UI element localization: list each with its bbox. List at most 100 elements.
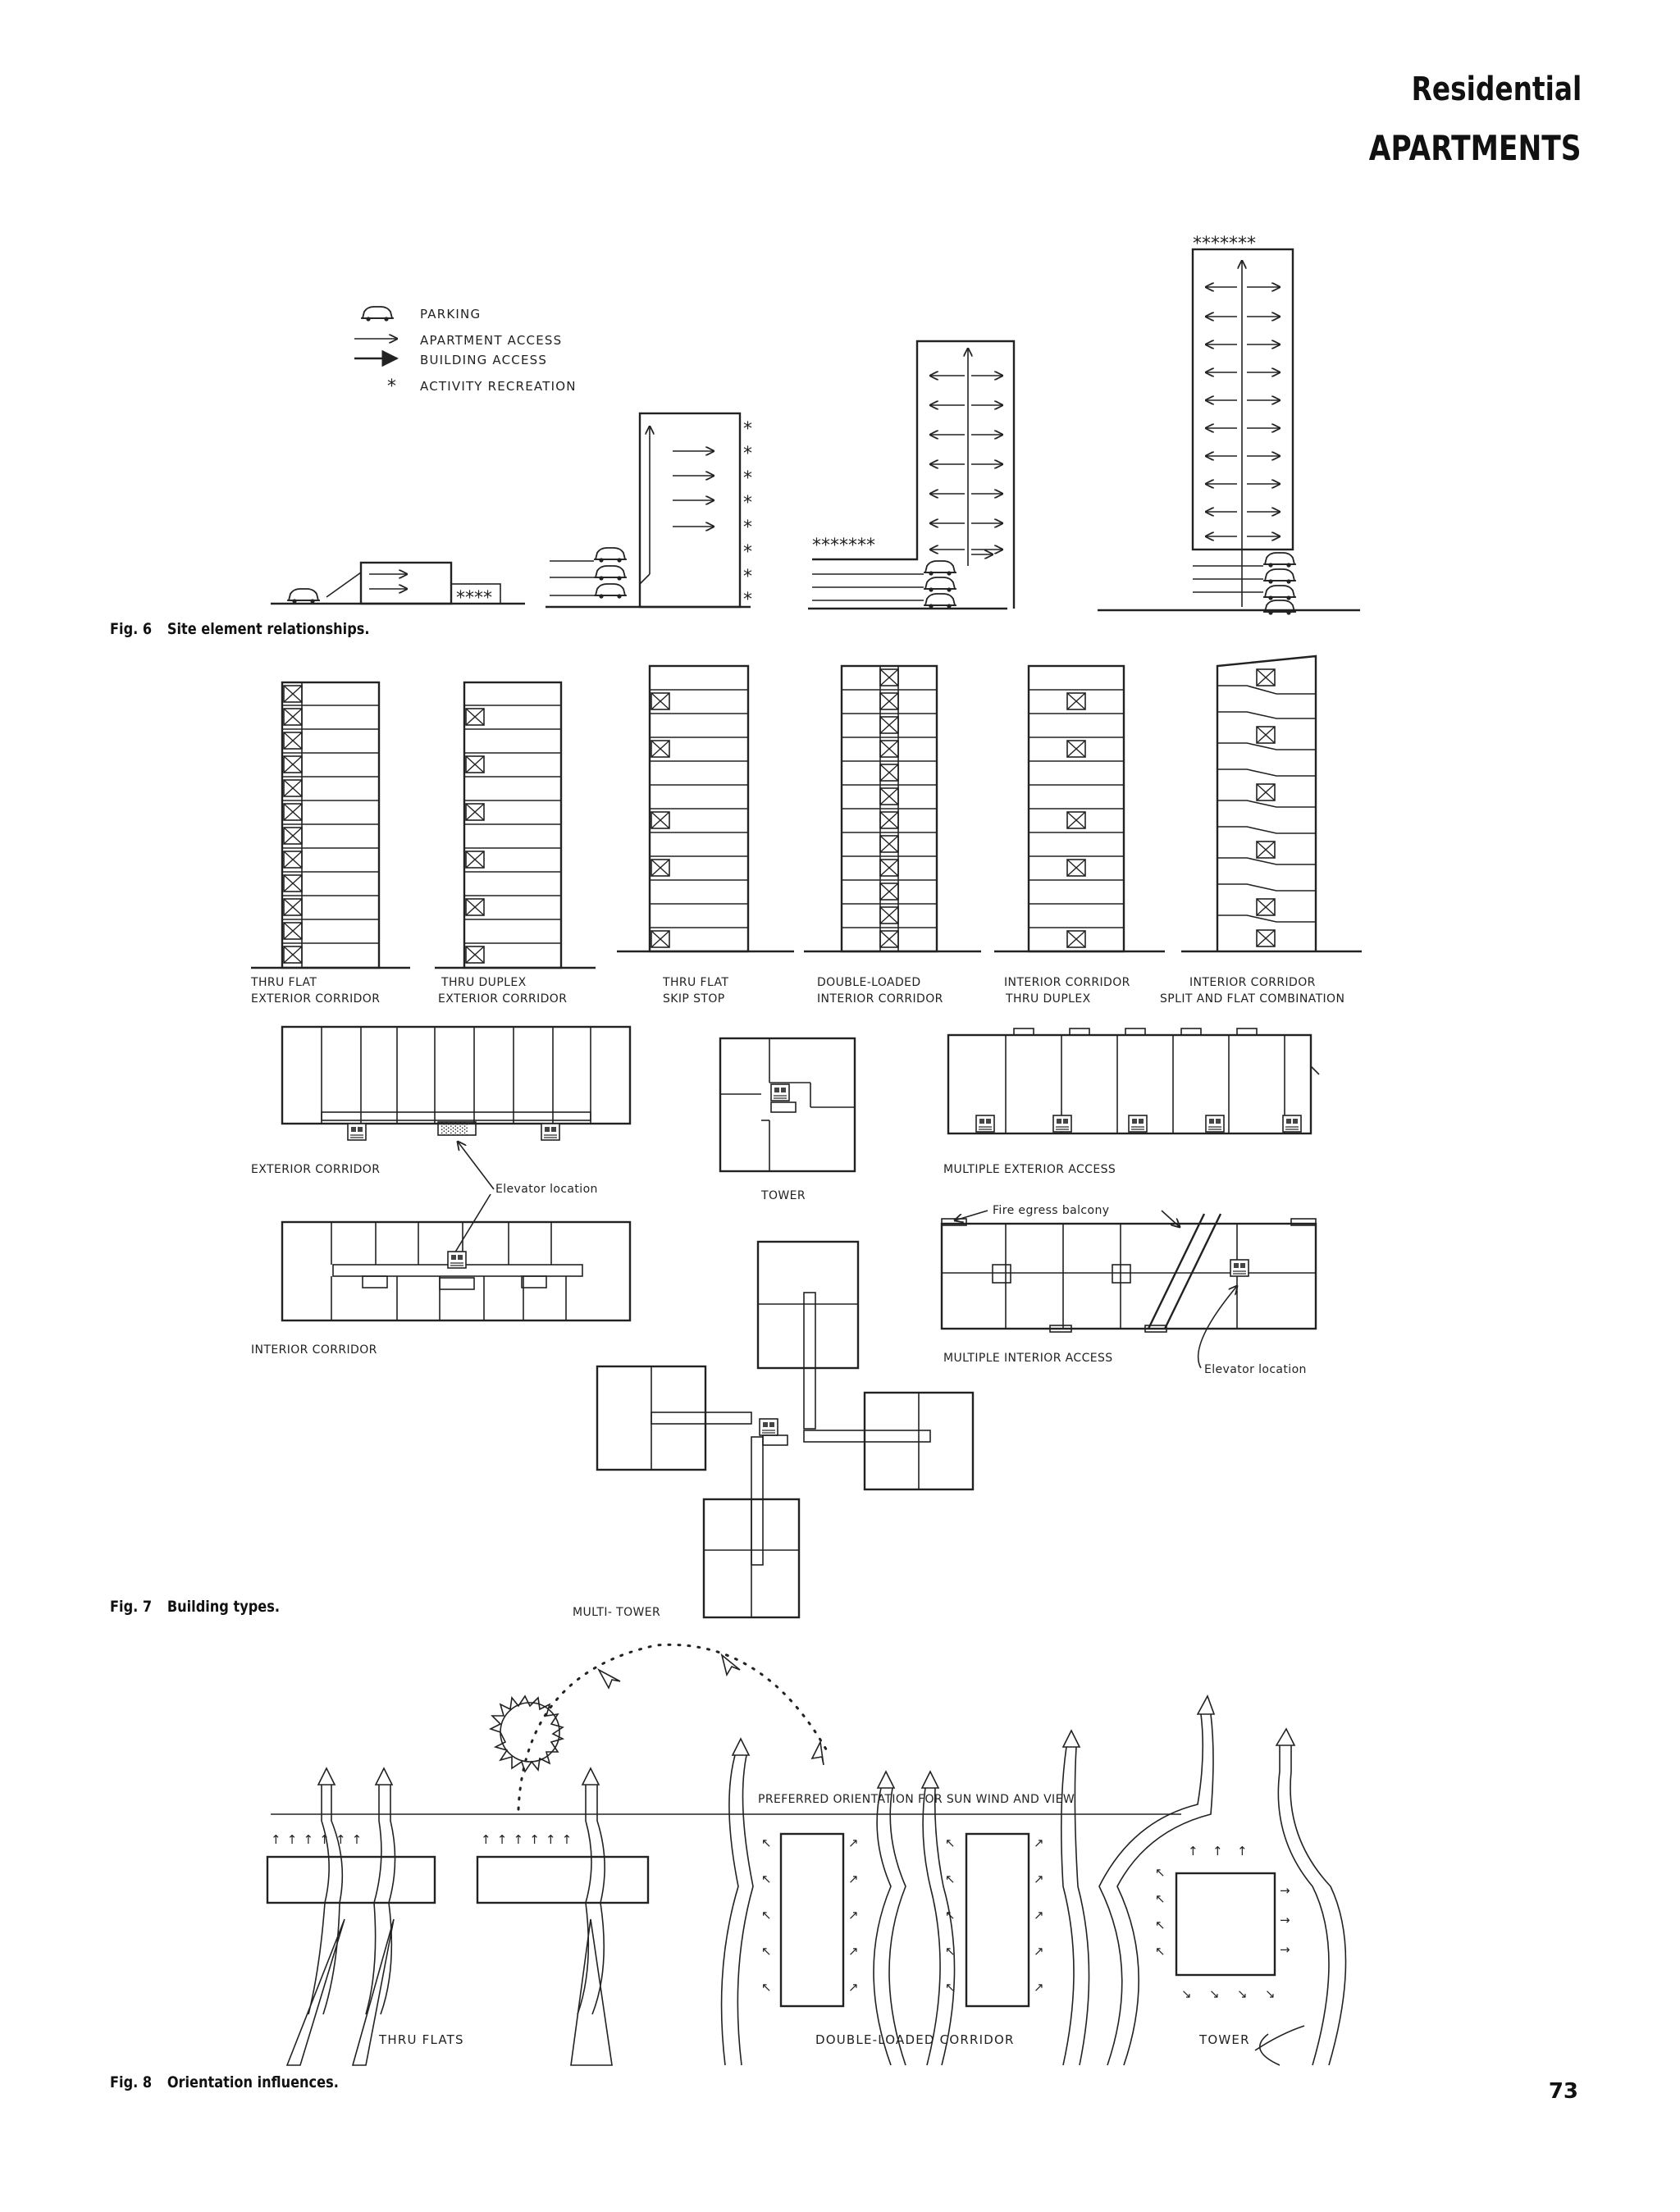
legend-label-building-access: BUILDING ACCESS: [420, 353, 547, 367]
svg-text:░░░: ░░░: [441, 1121, 469, 1136]
thru-flats-bldg-1: ↑ ↑ ↑ ↑ ↑ ↑: [266, 1767, 436, 2066]
fig6-caption-text: Site element relationships.: [167, 620, 370, 638]
section-label-5b: THRU DUPLEX: [1005, 992, 1091, 1006]
label-thru-flats: THRU FLATS: [378, 2032, 464, 2047]
fig8-number: Fig. 8: [110, 2073, 153, 2091]
svg-text:↗: ↗: [1034, 1836, 1045, 1850]
svg-text:↗: ↗: [848, 1908, 860, 1922]
section-interior-duplex: [994, 664, 1165, 953]
plan-interior-corridor: [281, 1220, 632, 1322]
fig7-sections: THRU FLAT EXTERIOR CORRIDOR THRU DUPLEX …: [250, 654, 1362, 1006]
plan-multi-tower: [596, 1240, 975, 1619]
section-double-loaded: [804, 664, 981, 953]
legend-item-building-access: BUILDING ACCESS: [354, 349, 547, 367]
section-label-3b: SKIP STOP: [663, 992, 725, 1006]
legend: PARKING APARTMENT ACCESS BUILDING ACCESS…: [354, 306, 577, 397]
label-elevator-location-2: Elevator location: [1204, 1363, 1307, 1376]
svg-text:→: →: [1280, 1883, 1291, 1898]
legend-item-apartment-access: APARTMENT ACCESS: [354, 333, 561, 348]
svg-text:*: *: [743, 542, 752, 563]
svg-text:↗: ↗: [848, 1836, 860, 1850]
label-multiple-interior-access: MULTIPLE INTERIOR ACCESS: [943, 1352, 1113, 1365]
svg-text:*: *: [743, 444, 752, 464]
section-label-1a: THRU FLAT: [250, 976, 317, 989]
svg-text:↖: ↖: [945, 1944, 956, 1959]
svg-text:↖: ↖: [1155, 1918, 1166, 1932]
section-label-6a: INTERIOR CORRIDOR: [1189, 976, 1316, 989]
svg-text:↖: ↖: [761, 1944, 773, 1959]
svg-text:↖: ↖: [761, 1836, 773, 1850]
svg-text:→: →: [1280, 1913, 1291, 1927]
svg-text:↗: ↗: [1034, 1944, 1045, 1959]
section-thru-flat-skip-stop: [617, 664, 794, 953]
svg-text:↖: ↖: [1155, 1865, 1166, 1880]
section-label-4b: INTERIOR CORRIDOR: [817, 992, 943, 1006]
svg-text:↘: ↘: [1237, 1986, 1249, 2001]
sun-icon: [488, 1694, 565, 1773]
fig7-plans: ░░░ EXTERIOR CORRIDOR Elevator location …: [251, 1025, 1320, 1619]
plan-multiple-interior-access: [940, 1213, 1317, 1333]
fig6-low-rise: ****: [271, 561, 525, 609]
fig6-high-rise: *******: [808, 340, 1016, 610]
svg-text:↑: ↑: [1212, 1844, 1224, 1859]
tower-orientation: ↑↑↑ ↖↖↖↖ →→→ ↘↘↘↘: [1098, 1694, 1347, 2066]
thru-flats-bldg-2: ↑ ↑ ↑ ↑ ↑ ↑: [476, 1767, 650, 2066]
section-label-3a: THRU FLAT: [662, 976, 728, 989]
section-thru-duplex-exterior: [435, 681, 596, 969]
label-tower: TOWER: [760, 1189, 806, 1202]
fig6-number: Fig. 6: [110, 620, 153, 638]
sun-ray-arrows: [597, 1653, 824, 1766]
asterisk-icon: *: [743, 419, 752, 440]
label-double-loaded-corridor: DOUBLE-LOADED CORRIDOR: [815, 2032, 1015, 2047]
car-icon: [360, 306, 395, 322]
section-label-4a: DOUBLE-LOADED: [817, 976, 921, 989]
label-multi-tower: MULTI- TOWER: [573, 1606, 660, 1619]
label-elevator-location: Elevator location: [495, 1183, 598, 1196]
fig8-caption-text: Orientation influences.: [167, 2073, 339, 2091]
svg-text:*: *: [743, 493, 752, 513]
svg-text:*: *: [743, 567, 752, 587]
fig6-diagram: **** * *** ****: [271, 234, 1360, 616]
svg-text:↘: ↘: [1209, 1986, 1221, 2001]
section-label-6b: SPLIT AND FLAT COMBINATION: [1160, 992, 1344, 1006]
fig7-caption-text: Building types.: [167, 1598, 281, 1616]
label-fire-egress-balcony: Fire egress balcony: [993, 1204, 1109, 1217]
page-number: 73: [1548, 2079, 1578, 2104]
plan-multiple-exterior-access: [947, 1028, 1320, 1135]
fig8-diagram: ↑ ↑ ↑ ↑ ↑ ↑ ↑ ↑ ↑ ↑ ↑ ↑ THRU FLATS ↖ ↖ ↖ ↖ ↖…: [266, 1643, 1347, 2066]
svg-text:↗: ↗: [848, 1980, 860, 1995]
double-loaded-bldgs: ↖↖↖↖↖ ↗↗↗↗↗ ↖↖↖↖↖ ↗↗↗↗↗: [720, 1729, 1090, 2066]
svg-text:↗: ↗: [848, 1872, 860, 1886]
svg-text:↖: ↖: [761, 1908, 773, 1922]
section-label-2b: EXTERIOR CORRIDOR: [438, 992, 567, 1006]
section-label-1b: EXTERIOR CORRIDOR: [251, 992, 380, 1006]
svg-text:↑ ↑ ↑ ↑ ↑ ↑: ↑ ↑ ↑ ↑ ↑ ↑: [271, 1832, 363, 1847]
section-heading: Residential: [1411, 71, 1582, 108]
svg-text:↑: ↑: [1237, 1844, 1249, 1859]
svg-text:*: *: [743, 518, 752, 538]
page-title: APARTMENTS: [1369, 128, 1582, 168]
svg-text:↖: ↖: [1155, 1944, 1166, 1959]
legend-item-activity-recreation: * ACTIVITY RECREATION: [387, 376, 577, 397]
section-split-flat-combination: [1181, 654, 1362, 953]
svg-text:↘: ↘: [1265, 1986, 1276, 2001]
svg-text:↑: ↑: [1188, 1844, 1199, 1859]
asterisk-icon: *******: [812, 536, 875, 556]
svg-text:↗: ↗: [1034, 1908, 1045, 1922]
svg-text:*: *: [743, 590, 752, 610]
svg-text:↖: ↖: [761, 1872, 773, 1886]
section-thru-flat-exterior: [251, 681, 410, 969]
label-exterior-corridor: EXTERIOR CORRIDOR: [251, 1163, 380, 1176]
svg-text:*: *: [743, 468, 752, 489]
section-label-5a: INTERIOR CORRIDOR: [1004, 976, 1130, 989]
asterisk-icon: *******: [1193, 234, 1256, 254]
legend-label-activity-recreation: ACTIVITY RECREATION: [420, 379, 577, 394]
plan-tower: [719, 1037, 856, 1173]
fig6-tower: *******: [1098, 234, 1360, 616]
legend-item-parking: PARKING: [360, 306, 480, 322]
label-interior-corridor: INTERIOR CORRIDOR: [251, 1343, 377, 1357]
label-tower-orientation: TOWER: [1198, 2032, 1250, 2047]
svg-text:↗: ↗: [1034, 1980, 1045, 1995]
